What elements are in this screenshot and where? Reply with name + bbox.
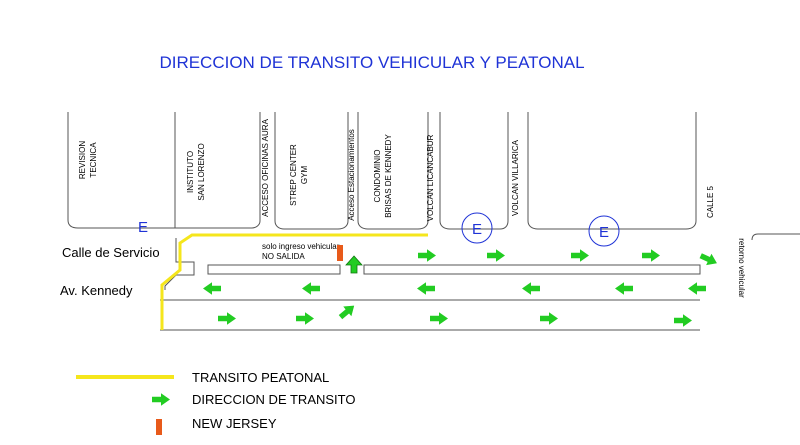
median-left xyxy=(207,264,341,275)
label-volcan-villarica: VOLCAN VILLARICA xyxy=(511,139,520,216)
block-volcan-villarica xyxy=(527,112,697,230)
arrow-left-icon xyxy=(522,282,540,295)
label-calle-5: CALLE 5 xyxy=(706,185,715,218)
label-retorno-vehicular: retorno vehicular xyxy=(737,238,746,298)
service-entrance-line xyxy=(164,238,195,290)
arrow-right-icon xyxy=(487,249,505,262)
legend-barrier-label: NEW JERSEY xyxy=(192,416,277,431)
block-revision-instituto xyxy=(67,112,261,229)
arrow-right-icon xyxy=(418,249,436,262)
diagram-title: DIRECCION DE TRANSITO VEHICULAR Y PEATON… xyxy=(159,53,584,72)
arrow-right-icon xyxy=(571,249,589,262)
block-condominio xyxy=(357,112,429,230)
arrow-diagonal-icon xyxy=(336,300,359,322)
entry-note-line1: solo ingreso vehicular xyxy=(262,242,340,251)
arrow-right-icon xyxy=(540,312,558,325)
bus-stop-marker: E xyxy=(599,224,609,241)
label-acceso-oficinas-aura: ACCESO OFICINAS AURA xyxy=(261,118,270,216)
label-acceso-estacionamientos: Acceso Estacionamientos xyxy=(347,129,356,221)
arrow-right-icon xyxy=(218,312,236,325)
legend-pedestrian-label: TRANSITO PEATONAL xyxy=(192,370,329,385)
legend-barrier-swatch xyxy=(156,419,162,435)
block-strep-center xyxy=(274,112,349,230)
arrow-return-icon xyxy=(697,249,720,269)
bus-stop-circle xyxy=(588,215,620,247)
bus-stop-circle xyxy=(461,212,493,244)
arrow-up-icon xyxy=(345,255,363,274)
pedestrian-path xyxy=(160,233,428,330)
arrow-right-icon xyxy=(642,249,660,262)
legend: TRANSITO PEATONAL DIRECCION DE TRANSITO … xyxy=(76,370,355,435)
arrow-right-icon xyxy=(430,312,448,325)
return-corner xyxy=(751,233,800,241)
legend-direction-label: DIRECCION DE TRANSITO xyxy=(192,392,355,407)
arrow-left-icon xyxy=(417,282,435,295)
median-right xyxy=(363,264,701,275)
bus-stop-marker: E xyxy=(138,219,148,236)
road-label-kennedy: Av. Kennedy xyxy=(60,283,133,298)
legend-arrow-icon xyxy=(152,393,170,406)
arrow-left-icon xyxy=(203,282,221,295)
road-lines xyxy=(160,238,701,331)
bus-stops: E E E xyxy=(138,212,620,247)
arrow-right-icon xyxy=(296,312,314,325)
arrow-left-icon xyxy=(688,282,706,295)
bus-stop-marker: E xyxy=(472,221,482,238)
arrow-left-icon xyxy=(302,282,320,295)
building-outlines xyxy=(67,112,800,241)
label-volcan-licancabur: VOLCAN LICANCABUR xyxy=(426,134,435,221)
new-jersey-barrier xyxy=(337,245,343,261)
entry-note-line2: NO SALIDA xyxy=(262,252,305,261)
road-label-service: Calle de Servicio xyxy=(62,245,160,260)
block-volcan-licancabur xyxy=(439,112,509,230)
arrow-right-icon xyxy=(674,314,692,327)
arrow-left-icon xyxy=(615,282,633,295)
